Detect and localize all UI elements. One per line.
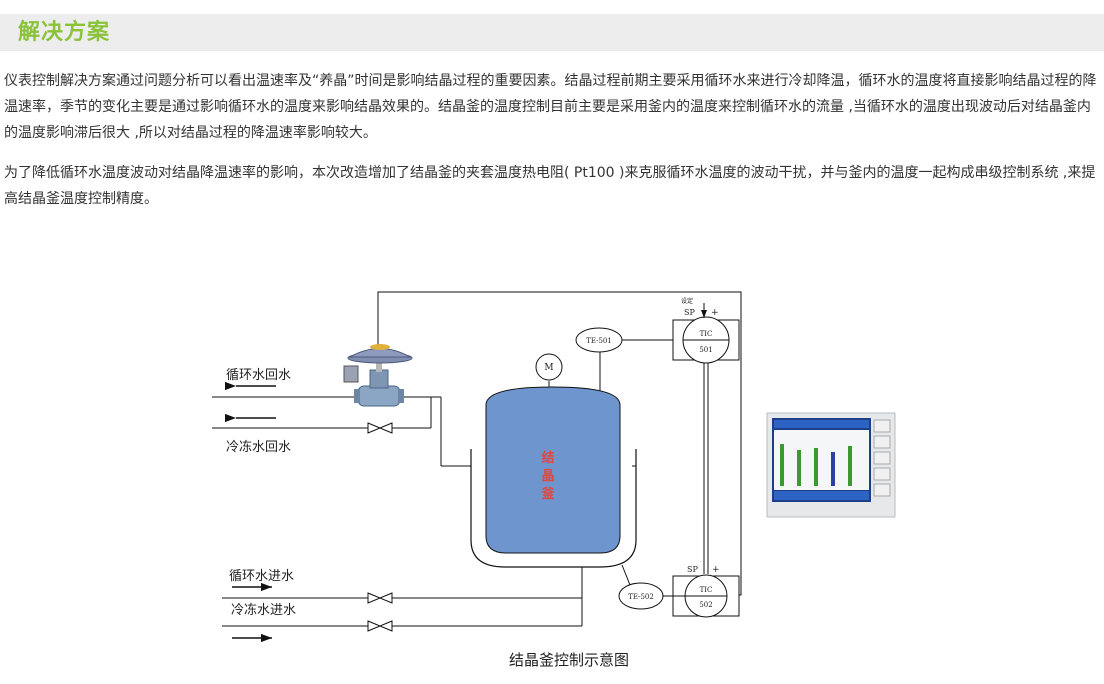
- tic-501-setpoint: 设定: [681, 297, 693, 305]
- diagram-caption: 结晶釜控制示意图: [509, 651, 629, 669]
- tic-501-sp: SP: [684, 308, 695, 317]
- vessel-jacket: [470, 449, 637, 568]
- te502-probe: [621, 564, 631, 586]
- paperless-recorder: [766, 412, 896, 518]
- label-chill-supply: 冷冻水进水: [231, 602, 296, 618]
- valve-chill-return: [367, 422, 393, 434]
- te-501-label: TE-501: [586, 337, 612, 345]
- paragraph-analysis: 仪表控制解决方案通过问题分析可以看出温速率及“养晶”时间是影响结晶过程的重要因素…: [4, 73, 1097, 141]
- label-chill-return: 冷冻水回水: [226, 439, 291, 455]
- tic-501-plus: +: [711, 308, 719, 318]
- tic-502-plus: +: [712, 565, 720, 575]
- valve-chill-supply: [367, 620, 393, 632]
- svg-text:501: 501: [699, 346, 712, 354]
- label-circ-supply: 循环水进水: [229, 569, 294, 584]
- control-valve: [343, 344, 413, 407]
- svg-text:TIC: TIC: [700, 330, 713, 338]
- label-circ-return: 循环水回水: [226, 368, 291, 383]
- te-502-label: TE-502: [628, 593, 654, 601]
- vessel-label-2: 晶: [541, 469, 554, 484]
- vessel-label-1: 结: [541, 450, 554, 466]
- svg-text:502: 502: [699, 601, 712, 609]
- motor: [535, 353, 563, 381]
- svg-text:TIC: TIC: [700, 586, 713, 594]
- vessel-body: [485, 386, 621, 554]
- section-title: 解决方案: [18, 20, 111, 45]
- return-piping: [212, 396, 471, 467]
- motor-label: M: [544, 363, 553, 373]
- paragraph-solution: 为了降低循环水温度波动对结晶降温速率的影响，本次改造增加了结晶釜的夹套温度热电阻…: [4, 165, 1096, 207]
- vessel-label-3: 釜: [540, 486, 555, 502]
- supply-piping: [222, 567, 583, 627]
- tic-502-sp: SP: [687, 565, 698, 574]
- valve-circ-supply: [367, 592, 393, 604]
- section-header: 解决方案: [0, 14, 1104, 51]
- tic-501: TIC 501: [672, 316, 740, 364]
- tic-502: TIC 502: [672, 574, 740, 618]
